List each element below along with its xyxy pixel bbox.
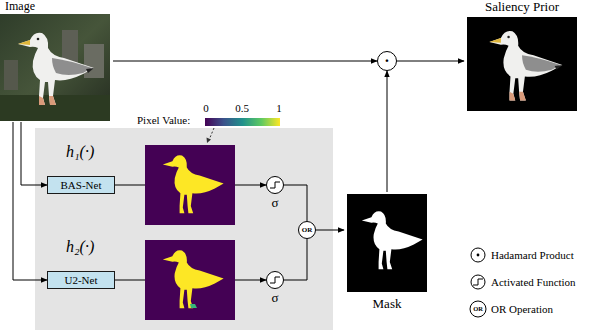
legend-text: Activated Function	[491, 276, 576, 289]
colorbar-title: Pixel Value:	[137, 114, 190, 127]
mask-image	[347, 194, 427, 292]
flow-arrow	[284, 239, 307, 280]
function-label: h₂(·)	[66, 238, 94, 256]
function-symbol: σ	[271, 291, 278, 306]
network-box: U2-Net	[47, 271, 115, 289]
legend-text: Hadamard Product	[491, 249, 574, 262]
input-photo	[0, 14, 110, 121]
node-label: ·	[384, 53, 389, 69]
colorbar-tick: 1	[276, 102, 282, 115]
symbol-text: OR	[473, 306, 483, 313]
colorbar	[205, 118, 280, 143]
function-symbol: σ	[271, 196, 278, 211]
node-label: OR	[302, 227, 313, 234]
flow-arrow	[113, 61, 377, 62]
flow-arrow	[21, 122, 47, 185]
image-caption: Saliency Prior	[464, 0, 580, 15]
image-caption: Mask	[344, 297, 430, 312]
saliency-prior-image	[467, 17, 577, 111]
image-panel: Image	[0, 0, 113, 122]
function-label: h₁(·)	[66, 143, 94, 161]
flow-arrow	[397, 61, 464, 62]
image-caption: Image	[0, 0, 113, 14]
legend-text: OR Operation	[491, 303, 553, 316]
flow-arrow	[284, 185, 307, 221]
flow-arrow	[316, 230, 344, 231]
node-label: U2-Net	[65, 274, 98, 287]
node-label: BAS-Net	[61, 179, 102, 192]
flow-arrow	[13, 122, 47, 280]
network-box: BAS-Net	[47, 176, 115, 194]
legend-symbols	[470, 248, 486, 317]
colorbar-tick: 0.5	[235, 102, 249, 115]
image-panel: Mask	[344, 192, 430, 312]
activation-node: σ	[266, 271, 284, 305]
operator-circle: ·	[377, 51, 397, 71]
operator-circle: OR	[298, 221, 316, 239]
saliency-map-bottom	[145, 240, 235, 320]
flow-arrow	[387, 71, 388, 192]
image-panel: Saliency Prior	[464, 0, 580, 112]
saliency-map-top	[145, 145, 235, 225]
step-symbol	[266, 271, 284, 289]
module-panel	[35, 128, 333, 330]
step-symbol	[266, 176, 284, 194]
colorbar-tick: 0	[203, 102, 209, 115]
activation-node: σ	[266, 176, 284, 210]
